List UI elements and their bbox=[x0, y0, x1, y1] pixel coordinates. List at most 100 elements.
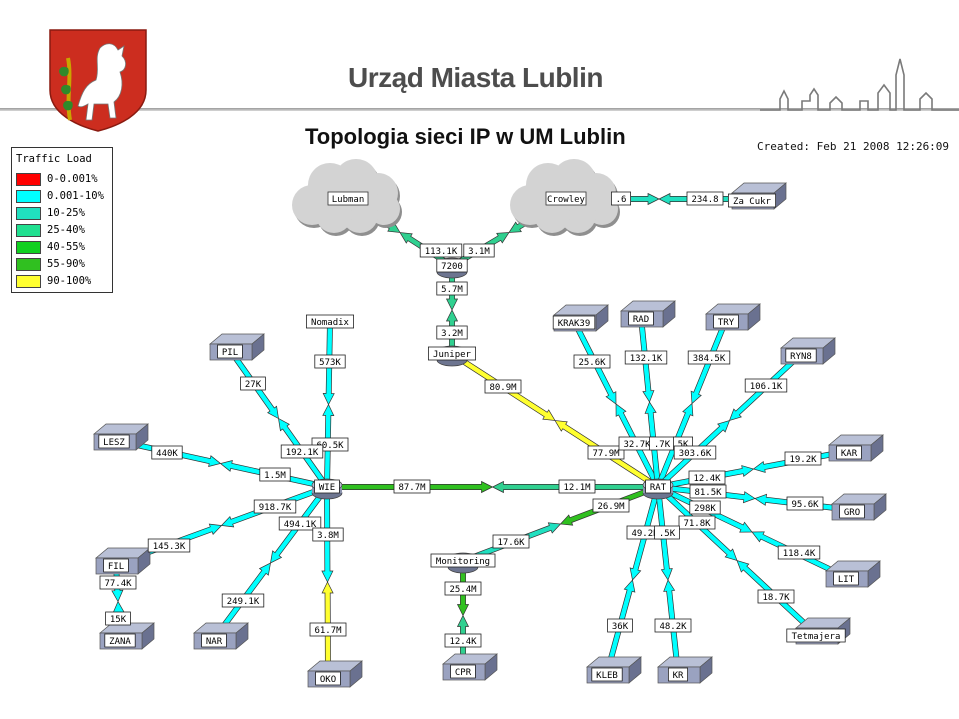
link-value-label: 1.5M bbox=[264, 471, 286, 481]
node-label: FIL bbox=[108, 562, 124, 572]
link-value-label: 95.6K bbox=[791, 500, 819, 510]
link-value-label: 61.7M bbox=[314, 626, 342, 636]
node-label: KRAK39 bbox=[558, 319, 591, 329]
node-kar[interactable]: KAR bbox=[828, 434, 884, 462]
link-value-label: 298K bbox=[694, 504, 716, 514]
link-rat-monitoring bbox=[461, 484, 660, 564]
node-lesz[interactable]: LESZ bbox=[93, 423, 149, 451]
link-value-label: 5.7M bbox=[441, 285, 463, 295]
node-monitoring[interactable]: Monitoring bbox=[430, 552, 496, 574]
legend-title: Traffic Load bbox=[16, 153, 92, 165]
link-value-label: 12.1M bbox=[563, 483, 591, 493]
node-lit[interactable]: LIT bbox=[825, 560, 881, 588]
link-7200-juniper bbox=[445, 265, 459, 355]
link-value-label: 384.5K bbox=[693, 354, 726, 364]
link-rat-try bbox=[655, 318, 729, 489]
node-kr[interactable]: KR bbox=[657, 656, 713, 684]
node-label: Monitoring bbox=[436, 557, 490, 567]
link-value-label: 5K bbox=[678, 440, 689, 450]
link-rat-ryn8 bbox=[655, 351, 804, 490]
node-label: LESZ bbox=[103, 438, 125, 448]
link-value-label: 132.1K bbox=[630, 354, 663, 364]
link-nomadix-wie bbox=[322, 321, 335, 488]
node-krak39[interactable]: KRAK39 bbox=[552, 304, 609, 332]
node-oko[interactable]: OKO bbox=[307, 660, 363, 688]
legend-label: 0-0.001% bbox=[47, 173, 98, 185]
node-label: TRY bbox=[718, 318, 735, 328]
link-juniper-rat bbox=[450, 351, 660, 490]
link-value-label: 234.8 bbox=[691, 195, 718, 205]
cloud-crowley: Crowley bbox=[510, 159, 620, 236]
node-label: NAR bbox=[206, 637, 223, 647]
node-label: Juniper bbox=[433, 350, 472, 360]
node-zana[interactable]: ZANA bbox=[99, 622, 155, 650]
link-value-label: 77.9M bbox=[592, 449, 620, 459]
legend-label: 25-40% bbox=[47, 224, 85, 236]
link-value-label: 19.2K bbox=[789, 455, 817, 465]
link-value-label: 80.9M bbox=[489, 383, 517, 393]
node-label: Tetmajera bbox=[792, 632, 841, 642]
node-wie[interactable]: WIE bbox=[311, 478, 343, 500]
link-value-label: 494.1K bbox=[284, 520, 317, 530]
node-nomadix[interactable]: Nomadix bbox=[305, 314, 354, 329]
node-rat[interactable]: RAT bbox=[642, 478, 674, 500]
node-7200[interactable]: 7200 bbox=[436, 257, 468, 279]
legend-swatch bbox=[16, 207, 41, 220]
legend-label: 40-55% bbox=[47, 241, 85, 253]
link-value-label: 192.1K bbox=[286, 448, 319, 458]
legend-swatch bbox=[16, 258, 41, 271]
link-value-label: 440K bbox=[156, 449, 178, 459]
link-value-label: 918.7K bbox=[259, 503, 292, 513]
node-label: PIL bbox=[222, 348, 238, 358]
node-label: LIT bbox=[838, 575, 855, 585]
cloud-label: Crowley bbox=[547, 195, 586, 205]
node-label: 7200 bbox=[441, 262, 463, 272]
link-value-label: 303.6K bbox=[679, 449, 712, 459]
node-pil[interactable]: PIL bbox=[209, 333, 265, 361]
link-value-label: 113.1K bbox=[425, 247, 458, 257]
link-wie-rat bbox=[326, 480, 659, 494]
city-skyline-logo bbox=[760, 58, 959, 111]
legend-swatch bbox=[16, 190, 41, 203]
lublin-coat-of-arms-logo bbox=[49, 29, 147, 132]
node-rad[interactable]: RAD bbox=[620, 300, 676, 328]
header-divider bbox=[0, 108, 959, 111]
created-timestamp: Created: Feb 21 2008 12:26:09 bbox=[757, 140, 950, 153]
node-label: WIE bbox=[319, 483, 335, 493]
link-rat-kr bbox=[655, 486, 681, 674]
link-value-label: 87.7M bbox=[398, 483, 426, 493]
node-kleb[interactable]: KLEB bbox=[586, 656, 642, 684]
link-value-label: 145.3K bbox=[153, 542, 186, 552]
link-value-label: 573K bbox=[319, 358, 341, 368]
node-juniper[interactable]: Juniper bbox=[427, 345, 476, 367]
link-value-label: 25.6K bbox=[578, 358, 606, 368]
link-value-label: 36K bbox=[612, 622, 629, 632]
header: Urząd Miasta Lublin bbox=[0, 0, 959, 132]
link-value-label: 49.2K bbox=[631, 529, 659, 539]
node-cpr[interactable]: CPR bbox=[442, 653, 498, 681]
link-value-label: 106.1K bbox=[750, 382, 783, 392]
cloud-lubman: Lubman bbox=[292, 159, 402, 236]
node-label: RAT bbox=[650, 483, 667, 493]
link-value-label: 18.7K bbox=[762, 593, 790, 603]
link-value-label: 32.7K bbox=[623, 440, 651, 450]
legend-swatch bbox=[16, 275, 41, 288]
link-value-label: 118.4K bbox=[783, 549, 816, 559]
node-label: RYN8 bbox=[790, 352, 812, 362]
link-value-label: 77.4K bbox=[104, 579, 132, 589]
link-value-label: .6 bbox=[616, 195, 627, 205]
node-tetmajera[interactable]: Tetmajera bbox=[786, 617, 851, 645]
node-gro[interactable]: GRO bbox=[831, 493, 887, 521]
node-fil[interactable]: FIL bbox=[95, 547, 151, 575]
node-try[interactable]: TRY bbox=[705, 303, 761, 331]
node-nar[interactable]: NAR bbox=[193, 622, 249, 650]
legend-swatch bbox=[16, 241, 41, 254]
node-label: ZANA bbox=[109, 637, 131, 647]
link-wie-oko bbox=[321, 486, 334, 678]
node-zacukr[interactable]: Za Cukr bbox=[728, 182, 787, 210]
link-value-label: 48.2K bbox=[659, 622, 687, 632]
node-ryn8[interactable]: RYN8 bbox=[780, 337, 836, 365]
org-name: Urząd Miasta Lublin bbox=[348, 62, 603, 93]
page-title: Topologia sieci IP w UM Lublin bbox=[305, 124, 626, 149]
